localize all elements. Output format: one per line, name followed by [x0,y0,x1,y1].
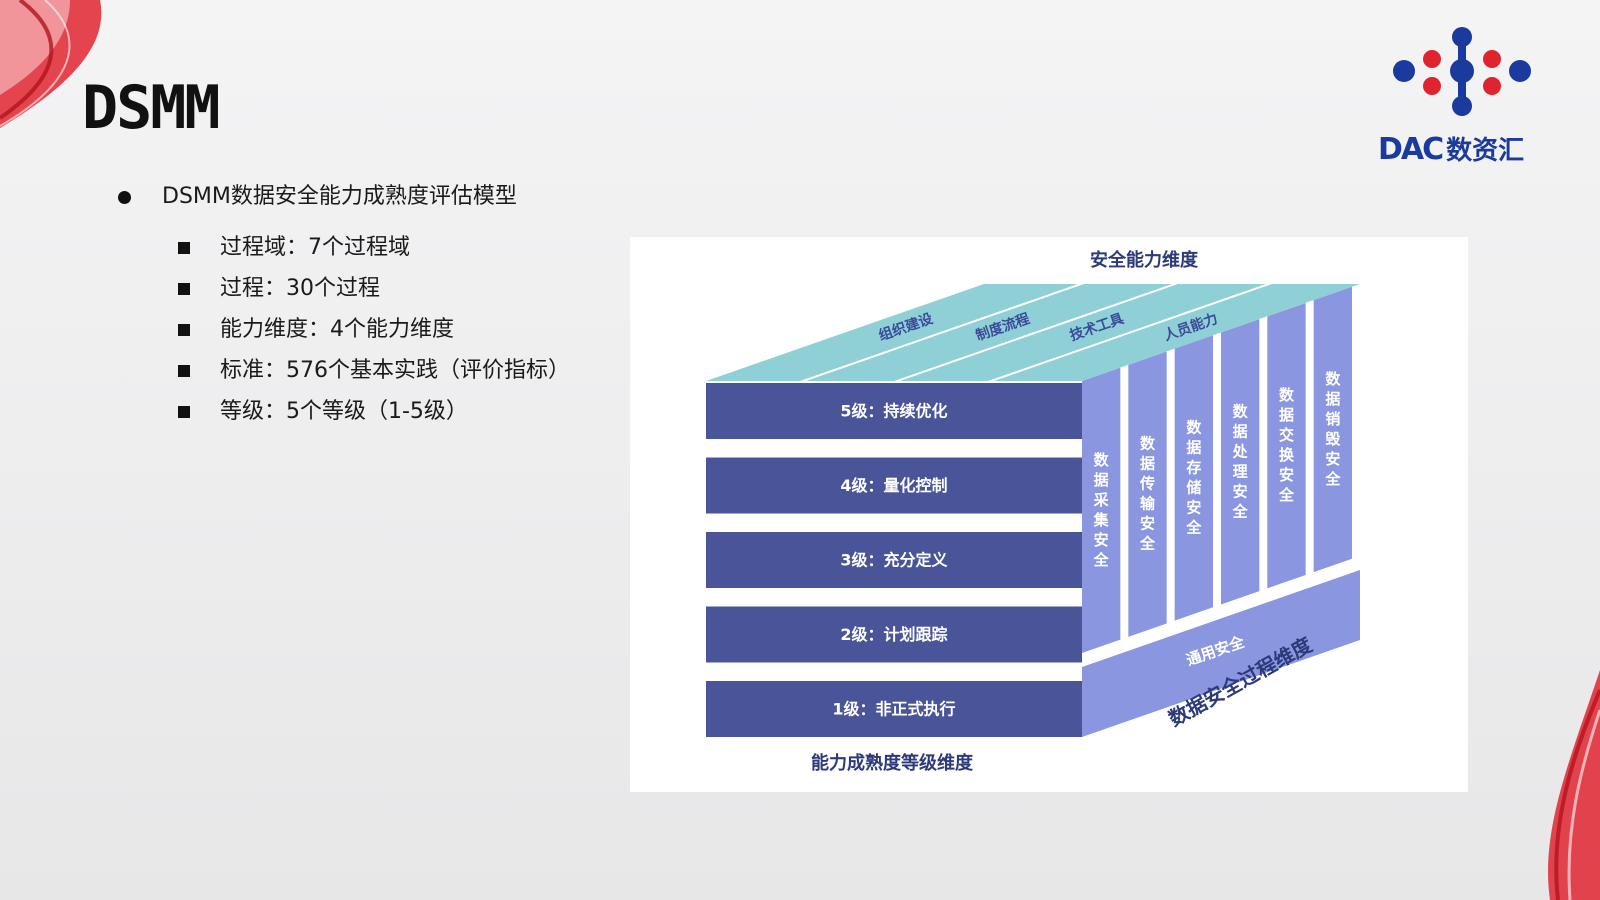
process-column-label: 交 [1279,426,1294,444]
logo-dots-icon [1393,27,1531,116]
top-axis-label: 安全能力维度 [1090,249,1199,271]
square-bullet-icon [178,324,190,336]
process-column [1128,351,1167,637]
maturity-level-label: 2级：计划跟踪 [840,625,947,644]
process-column-label: 安 [1186,498,1201,516]
process-column-label: 集 [1093,511,1110,529]
process-column-label: 安 [1140,515,1155,533]
process-column-label: 传 [1139,475,1155,493]
bullet-dot-icon [118,191,131,204]
process-column-label: 数 [1279,386,1295,404]
capability-strip [994,284,1360,381]
red-ribbon-decoration [0,0,102,128]
process-column-label: 存 [1186,458,1201,476]
dsmm-model-diagram: 组织建设制度流程技术工具人员能力通用安全数据采集安全数据传输安全数据存储安全数据… [630,237,1468,792]
sub-bullet-text: 标准：576个基本实践（评价指标） [220,358,570,383]
process-column-label: 数 [1233,402,1249,420]
maturity-level-bar [706,532,1082,588]
process-column-label: 全 [1324,470,1341,488]
sub-bullet-item: 过程：30个过程 [178,274,570,304]
general-security-band [1082,570,1360,737]
bullet-list: DSMM数据安全能力成熟度评估模型 [118,182,517,212]
process-column-label: 采 [1093,491,1110,509]
process-column-label: 全 [1093,551,1110,569]
square-bullet-icon [178,242,190,254]
process-column [1267,302,1306,589]
process-column-label: 销 [1325,410,1340,428]
process-column-label: 安 [1233,482,1248,500]
capability-strip [900,284,1266,381]
process-column-label: 据 [1279,406,1294,424]
maturity-level-label: 3级：充分定义 [840,551,947,570]
process-column-label: 数 [1325,370,1341,388]
red-ribbon-decoration [1548,670,1600,900]
process-column-label: 全 [1185,518,1202,536]
bullet-item: DSMM数据安全能力成熟度评估模型 [118,182,517,212]
process-column-label: 处 [1232,442,1249,460]
sub-bullet-item: 等级：5个等级（1-5级） [178,397,570,427]
process-column-label: 储 [1186,478,1201,496]
process-column-label: 理 [1233,462,1248,480]
maturity-level-label: 5级：持续优化 [840,402,947,421]
square-bullet-icon [178,406,190,418]
process-column-label: 毁 [1325,430,1341,448]
process-column-label: 全 [1139,535,1156,553]
logo-brand-cn: 数资汇 [1446,136,1525,166]
sub-bullet-text: 等级：5个等级（1-5级） [220,399,468,424]
sub-bullet-text: 过程域：7个过程域 [220,235,410,260]
process-column-label: 数 [1094,451,1110,469]
maturity-level-bar [706,606,1082,663]
logo-brand-latin: DAC [1378,132,1444,167]
page-title: DSMM [82,73,220,143]
sub-bullet-text: 能力维度：4个能力维度 [220,317,454,342]
process-column [1174,335,1213,621]
bullet-text: DSMM数据安全能力成熟度评估模型 [162,184,517,209]
process-column-label: 数 [1186,418,1202,436]
sub-bullet-item: 标准：576个基本实践（评价指标） [178,356,570,386]
process-column-label: 全 [1278,486,1295,504]
sub-bullet-item: 能力维度：4个能力维度 [178,315,570,345]
process-column [1082,367,1121,653]
process-column-label: 安 [1279,466,1294,484]
maturity-level-bar [706,681,1082,737]
bottom-axis-label: 能力成熟度等级维度 [811,752,974,774]
sub-bullet-text: 过程：30个过程 [220,276,380,301]
process-column-label: 据 [1186,438,1201,456]
maturity-level-bar [706,383,1082,439]
process-column [1313,286,1352,573]
process-column-label: 据 [1094,471,1109,489]
process-column-label: 输 [1140,495,1156,513]
process-column-label: 全 [1232,502,1249,520]
sub-bullet-list: 过程域：7个过程域 过程：30个过程 能力维度：4个能力维度 标准：576个基本… [118,233,570,438]
sub-bullet-item: 过程域：7个过程域 [178,233,570,263]
process-column-label: 据 [1140,455,1155,473]
maturity-level-label: 4级：量化控制 [840,476,947,495]
process-column-label: 据 [1233,422,1248,440]
capability-strip [706,284,1078,381]
process-column-label: 据 [1325,390,1340,408]
process-column-label: 换 [1279,446,1295,464]
capability-strip [806,284,1172,381]
maturity-level-bar [706,457,1082,514]
maturity-level-label: 1级：非正式执行 [832,700,955,719]
process-column-label: 安 [1325,450,1340,468]
square-bullet-icon [178,283,190,295]
process-column [1221,319,1260,605]
process-column-label: 数 [1140,435,1156,453]
square-bullet-icon [178,365,190,377]
dsmm-cube-svg: 组织建设制度流程技术工具人员能力通用安全数据采集安全数据传输安全数据存储安全数据… [706,249,1360,774]
process-column-label: 安 [1094,531,1109,549]
